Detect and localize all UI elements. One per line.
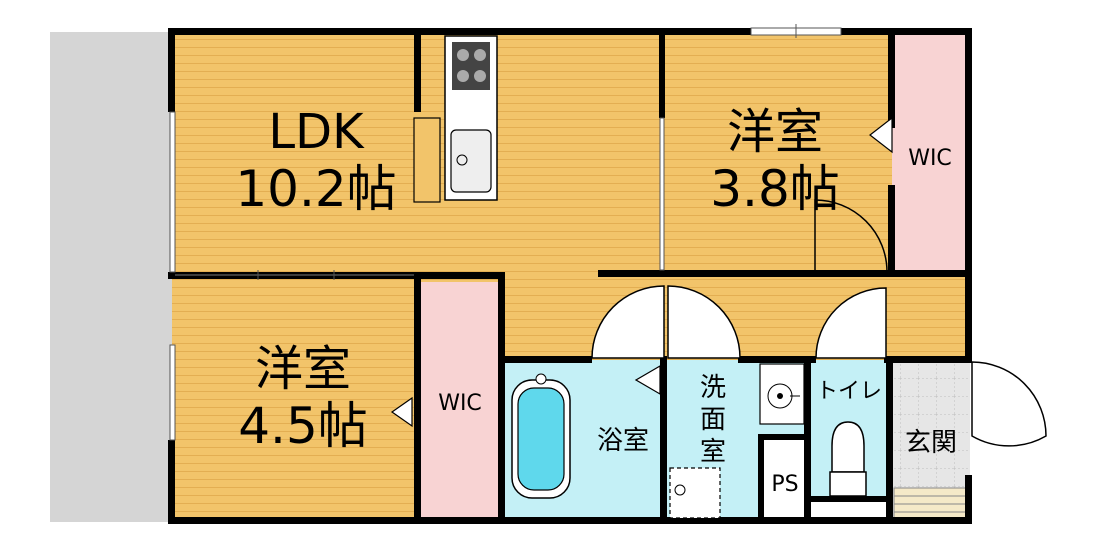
western-b-name-label: 洋室 (255, 341, 351, 397)
balcony (50, 32, 172, 522)
western-room-b-floor (172, 277, 414, 522)
wic-b-label: WIC (438, 391, 482, 416)
washing-machine-pan (669, 467, 721, 519)
entrance-step (893, 487, 969, 519)
kitchen-counter (413, 35, 498, 203)
western-a-name-label: 洋室 (727, 104, 823, 160)
closet-markers (390, 116, 893, 428)
western-a-size-label: 3.8帖 (710, 160, 840, 218)
ps-label: PS (771, 472, 798, 497)
wic-a-label: WIC (908, 146, 952, 171)
washbasin (759, 363, 805, 425)
windows (169, 24, 842, 441)
toilet-label: トイレ (816, 379, 882, 404)
washroom-char-3: 室 (700, 437, 726, 467)
wic-a-area (892, 30, 968, 275)
bath-label: 浴室 (597, 426, 649, 456)
ldk-size-label: 10.2帖 (235, 160, 396, 218)
ps-area (762, 438, 808, 522)
western-b-size-label: 4.5帖 (238, 397, 368, 455)
ldk-name-label: LDK (268, 104, 365, 160)
entrance-label: 玄関 (905, 428, 957, 458)
washroom-char-1: 洗 (700, 373, 726, 403)
washroom-char-2: 面 (700, 405, 726, 435)
wic-b-area (420, 282, 500, 522)
bathtub (511, 373, 571, 499)
toilet-fixture (829, 421, 867, 497)
door-swings (591, 199, 1047, 447)
western-room-a-floor (662, 30, 894, 275)
